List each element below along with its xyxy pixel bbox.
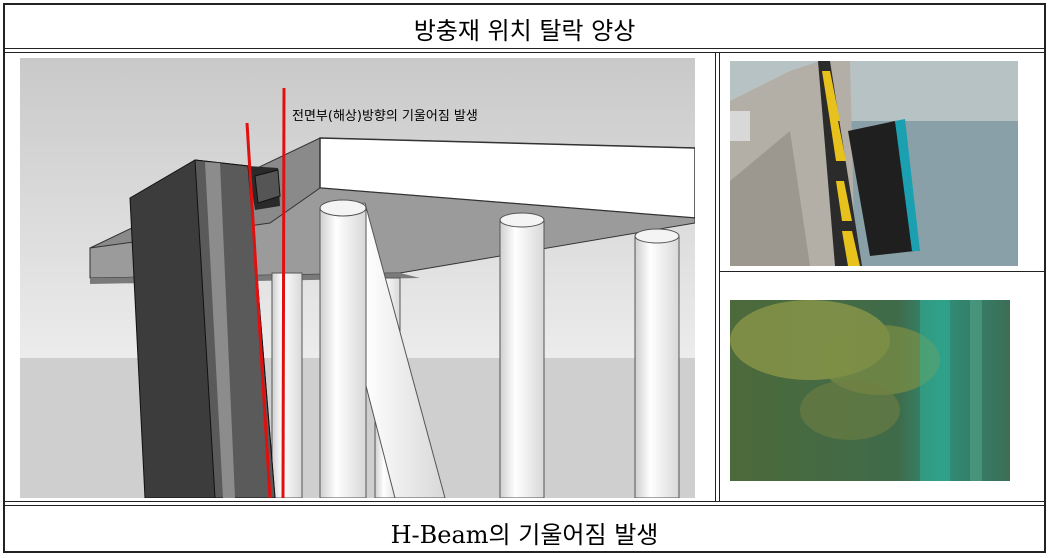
tilt-annotation: 전면부(해상)방향의 기울어짐 발생 (292, 109, 478, 124)
pier-fender-diagram: 전면부(해상)방향의 기울어짐 발생 (20, 58, 695, 498)
table-frame: 방충재 위치 탈락 양상 H-Beam의 기울어짐 발생 (3, 3, 1046, 553)
column-divider-double (719, 52, 720, 501)
header-divider-double (5, 52, 1044, 53)
tilt-line (245, 122, 272, 498)
photo-divider (719, 271, 1044, 272)
vertical-reference-line (281, 87, 286, 498)
header-divider (5, 48, 1044, 49)
footer-divider-double (5, 505, 1044, 506)
underwater-photo (730, 300, 1010, 481)
table-caption: H-Beam의 기울어짐 발생 (390, 521, 659, 549)
footer-divider (5, 501, 1044, 502)
pier-photo (730, 61, 1018, 266)
table-title: 방충재 위치 탈락 양상 (413, 17, 636, 45)
column-divider (715, 52, 716, 501)
